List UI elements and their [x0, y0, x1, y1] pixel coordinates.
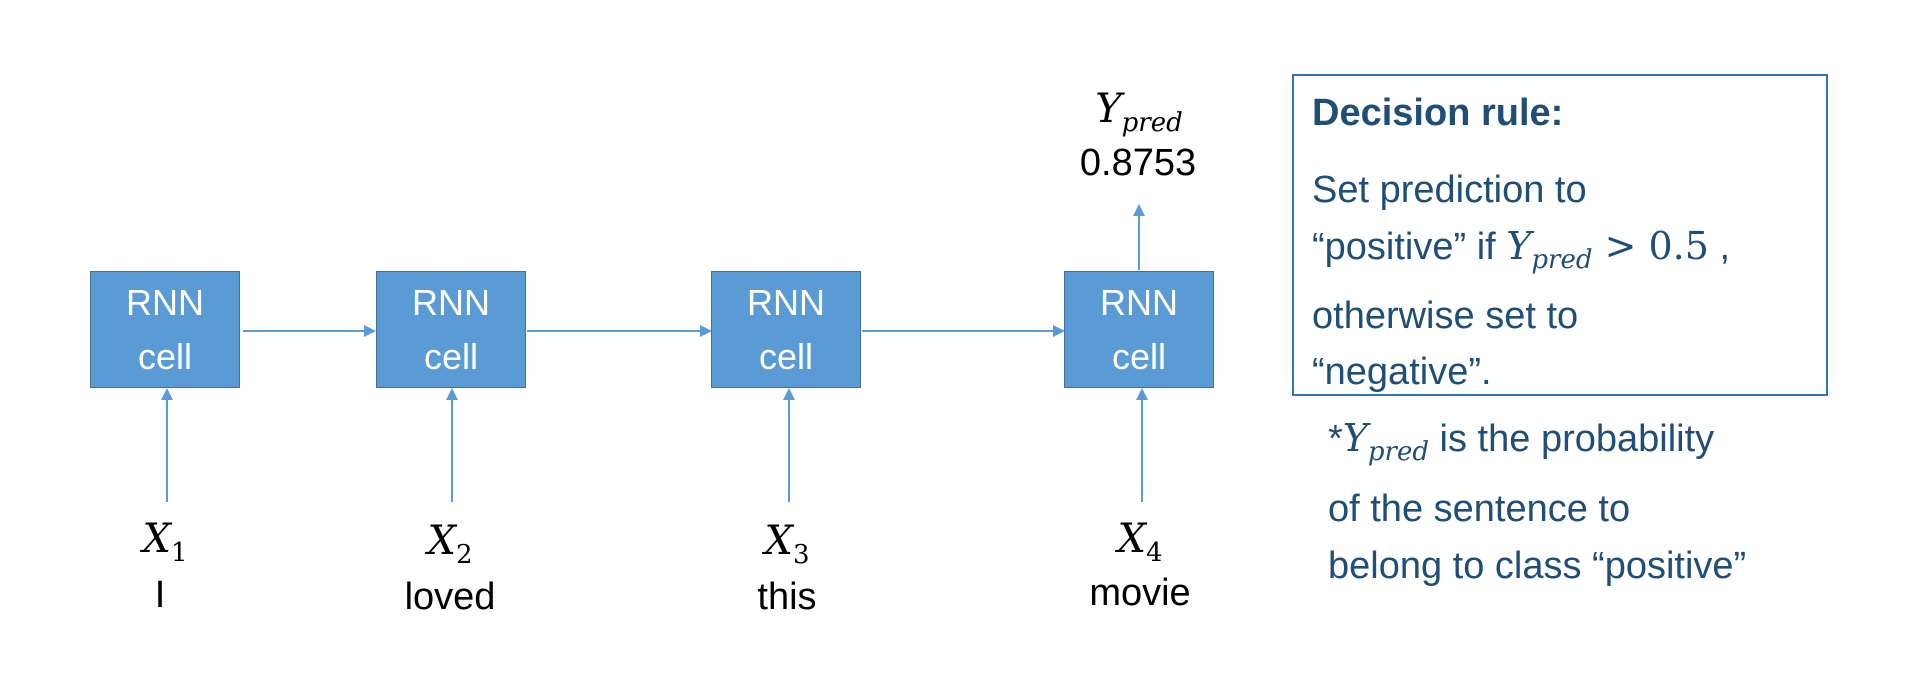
probability-note: *Ypred is the probability of the sentenc…: [1328, 410, 1848, 595]
rnn-cell-label: cell: [137, 335, 193, 377]
math-threshold: 0.5: [1648, 223, 1709, 268]
rnn-cell-label: cell: [758, 335, 814, 377]
variable-subscript: 3: [792, 540, 810, 571]
output-value: 0.8753: [1079, 142, 1197, 184]
variable-symbol: X: [427, 518, 456, 564]
math-variable: Y: [1342, 416, 1368, 460]
variable-symbol: Y: [1095, 86, 1122, 132]
variable-subscript: 4: [1145, 538, 1163, 569]
math-subscript: pred: [1367, 437, 1429, 468]
input-word-4: movie: [1089, 572, 1191, 614]
variable-subscript: 1: [170, 538, 188, 569]
input-word-3: this: [757, 576, 817, 618]
rnn-cell-1: RNN cell: [90, 271, 240, 388]
note-fragment: is the probability: [1429, 418, 1715, 460]
note-math: Ypred: [1342, 416, 1429, 467]
decision-rule-line: “negative”.: [1312, 350, 1492, 393]
rnn-cell-label: RNN: [1100, 281, 1178, 323]
decision-rule-math: Ypred > 0.5: [1506, 223, 1709, 275]
decision-rule-box: Decision rule: Set prediction to “positi…: [1292, 74, 1828, 396]
input-variable-x1: X1: [85, 516, 245, 568]
input-variable-x2: X2: [370, 518, 530, 570]
input-variable-x3: X3: [707, 518, 867, 570]
decision-rule-line: Set prediction to: [1312, 168, 1587, 211]
decision-rule-fragment: ,: [1708, 225, 1731, 268]
note-asterisk: *: [1328, 418, 1343, 460]
note-line: of the sentence to: [1328, 488, 1631, 531]
rnn-cell-label: RNN: [412, 281, 490, 323]
input-variable-x4: X4: [1060, 516, 1220, 568]
output-variable-ypred: Ypred: [1029, 86, 1249, 138]
variable-symbol: X: [1117, 516, 1146, 562]
decision-rule-text: Set prediction to “positive” if Ypred > …: [1312, 162, 1808, 400]
decision-rule-title: Decision rule:: [1312, 92, 1564, 134]
math-operator: >: [1592, 223, 1649, 268]
rnn-cell-label: cell: [1111, 335, 1167, 377]
decision-rule-line: otherwise set to: [1312, 294, 1579, 337]
math-variable: Y: [1506, 223, 1532, 268]
variable-symbol: X: [764, 518, 793, 564]
note-line: belong to class “positive”: [1328, 545, 1747, 588]
rnn-cell-2: RNN cell: [376, 271, 526, 388]
variable-symbol: X: [142, 516, 171, 562]
rnn-cell-4: RNN cell: [1064, 271, 1214, 388]
decision-rule-fragment: “positive” if: [1312, 225, 1507, 268]
variable-subscript: 2: [455, 540, 473, 571]
rnn-cell-label: cell: [423, 335, 479, 377]
decision-rule-line: “positive” if Ypred > 0.5 ,: [1312, 218, 1808, 288]
rnn-cell-3: RNN cell: [711, 271, 861, 388]
rnn-cell-label: RNN: [126, 281, 204, 323]
variable-subscript: pred: [1121, 108, 1183, 139]
rnn-cell-label: RNN: [747, 281, 825, 323]
math-subscript: pred: [1531, 244, 1593, 275]
input-word-2: loved: [404, 576, 496, 618]
input-word-1: I: [154, 574, 166, 616]
note-line: *Ypred is the probability: [1328, 410, 1848, 481]
